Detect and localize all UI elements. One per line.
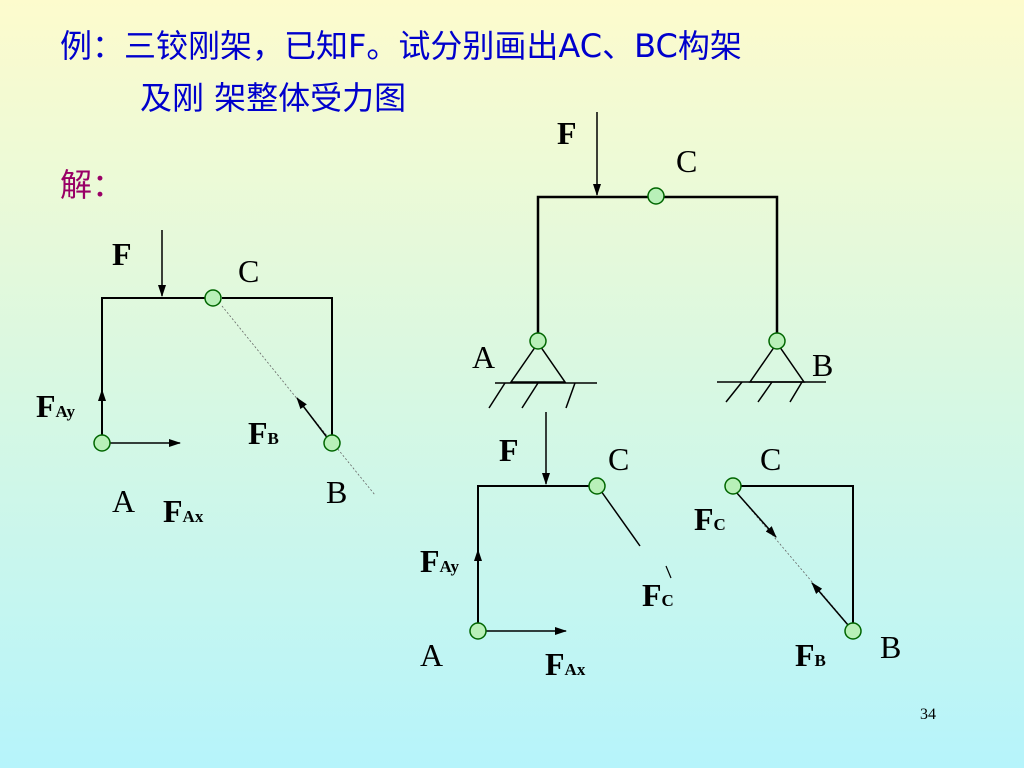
left-fbd-member-bc — [222, 297, 333, 443]
label-c-whole: C — [676, 143, 697, 179]
label-f-left: F — [112, 236, 132, 272]
page-number: 34 — [920, 706, 936, 723]
label-fay-left: FAy — [36, 388, 76, 424]
label-c-ac: C — [608, 441, 629, 477]
ac-fbd-fc-tick — [665, 565, 672, 579]
label-fc-ac: FC — [642, 577, 674, 613]
pin-c-left — [204, 289, 222, 307]
left-fbd-member-ac — [101, 297, 212, 445]
left-fbd — [98, 230, 376, 496]
title-line-2: 及刚 架整体受力图 — [140, 79, 407, 117]
label-b-bc: B — [880, 629, 901, 665]
label-b-whole: B — [812, 347, 833, 383]
pin-c-bc — [724, 477, 742, 495]
ac-fbd — [474, 412, 672, 635]
bc-fbd — [735, 485, 854, 631]
left-fbd-fb-arrow — [296, 397, 330, 441]
solution-label: 解： — [60, 166, 125, 204]
label-a-left: A — [112, 483, 135, 519]
label-a-ac: A — [420, 637, 443, 673]
pin-a-left — [93, 434, 111, 452]
label-fax-ac: FAx — [545, 646, 586, 682]
label-fb-bc: FB — [795, 637, 826, 673]
whole-frame — [488, 112, 826, 409]
bc-fbd-fb-arrow — [811, 582, 849, 626]
bc-fbd-fc-arrow — [735, 491, 777, 538]
label-fay-ac: FAy — [420, 543, 460, 579]
support-b — [717, 341, 826, 403]
title-line-1: 例：三铰刚架，已知F。试分别画出AC、BC构架 — [60, 27, 742, 65]
support-a — [488, 341, 597, 409]
label-a-whole: A — [472, 339, 495, 375]
pin-b-left — [323, 434, 341, 452]
label-f-whole: F — [557, 115, 577, 151]
pin-c-ac — [588, 477, 606, 495]
whole-frame-members — [536, 195, 779, 340]
label-c-bc: C — [760, 441, 781, 477]
bc-fbd-member — [740, 485, 854, 631]
label-b-left: B — [326, 474, 347, 510]
label-fb-left: FB — [248, 415, 279, 451]
ac-fbd-member — [477, 485, 590, 631]
label-fax-left: FAx — [163, 493, 204, 529]
pin-a-whole — [529, 332, 547, 350]
label-fc-bc: FC — [694, 501, 726, 537]
label-f-ac: F — [499, 432, 519, 468]
pin-b-whole — [768, 332, 786, 350]
ac-fbd-fc-line — [600, 490, 641, 547]
pin-c-whole — [647, 187, 665, 205]
pin-b-bc — [844, 622, 862, 640]
label-c-left: C — [238, 253, 259, 289]
slide-title: 例：三铰刚架，已知F。试分别画出AC、BC构架 及刚 架整体受力图 — [60, 20, 742, 124]
pin-a-ac — [469, 622, 487, 640]
